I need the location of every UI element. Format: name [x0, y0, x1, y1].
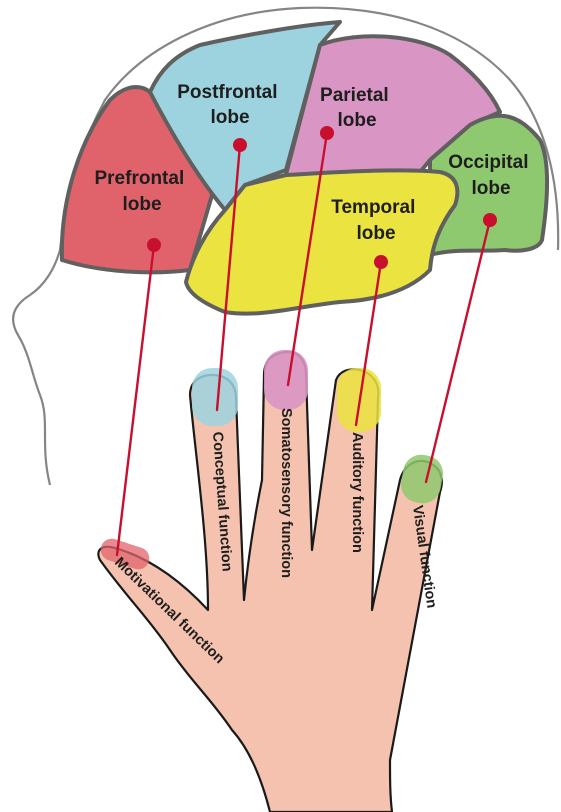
- occipital-dot: [483, 213, 497, 227]
- occipital-connector: [426, 220, 490, 482]
- prefrontal-dot: [147, 238, 161, 252]
- auditory-function-label: Auditory function: [349, 432, 365, 553]
- parietal-dot: [320, 126, 334, 140]
- index-tip-highlight: [192, 368, 238, 426]
- prefrontal-connector: [117, 245, 154, 555]
- postfrontal-dot: [233, 138, 247, 152]
- middle-tip-highlight: [264, 350, 308, 410]
- somatosensory-function-label: Somatosensory function: [278, 408, 294, 578]
- temporal-dot: [374, 255, 388, 269]
